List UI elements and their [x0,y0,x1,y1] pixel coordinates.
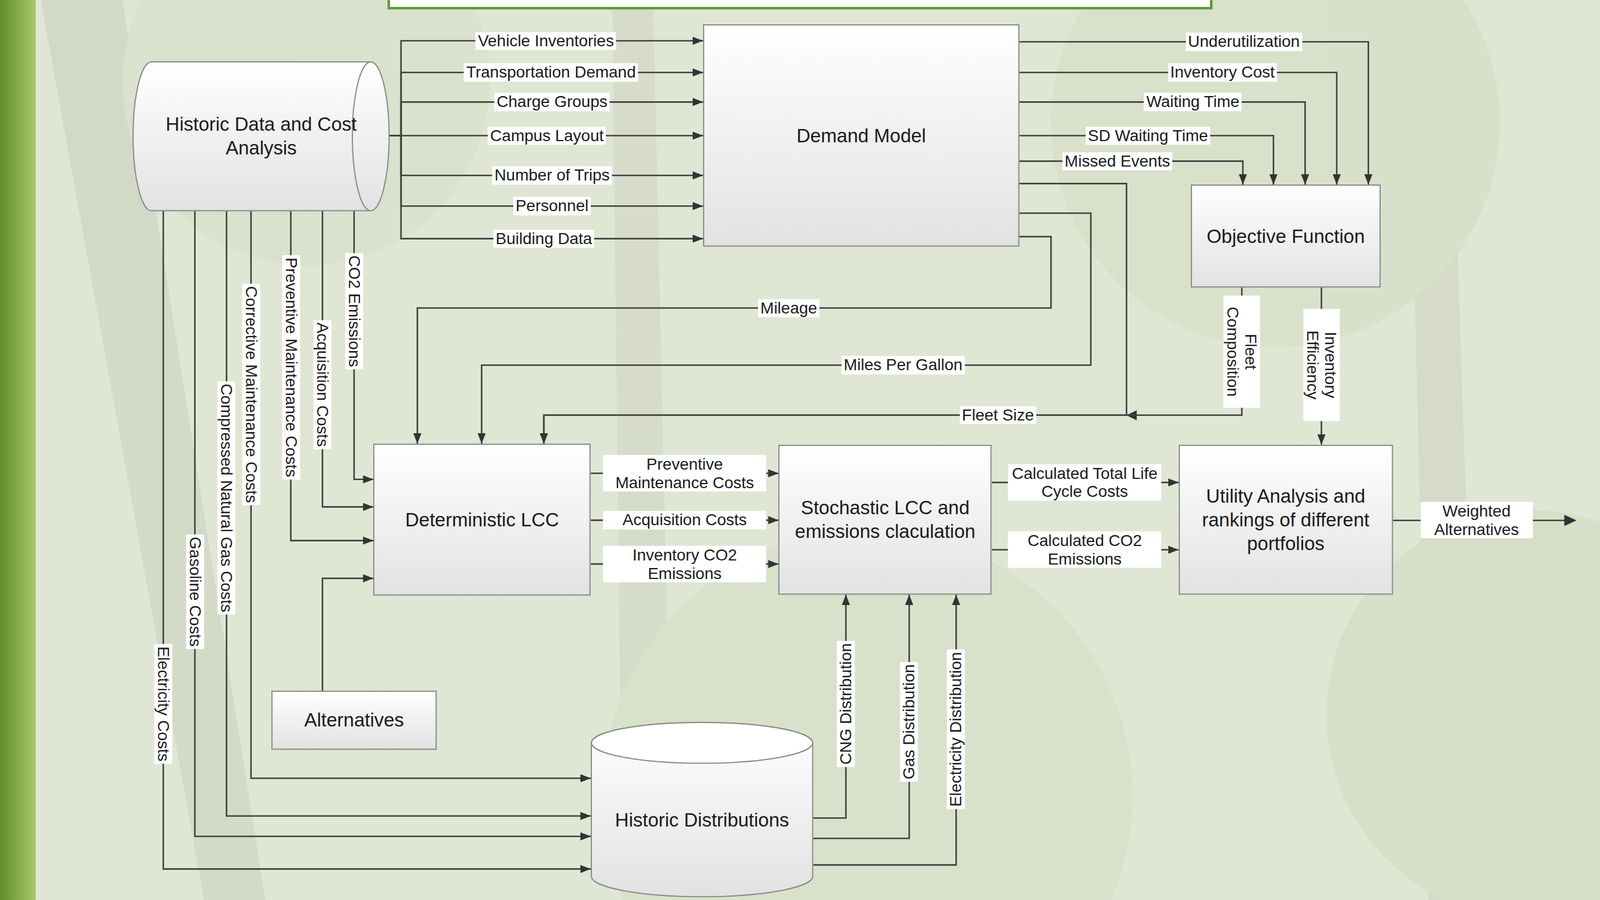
edge-label: Gas Distribution [899,662,918,783]
node-outline [132,61,390,212]
node-text-block: Utility Analysis and rankings of differe… [1185,484,1386,557]
edge-label: Charge Groups [494,93,610,112]
node-text-block: Historic Distributions [615,808,790,833]
node-text: Demand Model [796,123,926,148]
process-box: Demand Model [703,24,1020,247]
edge-label: Fleet Size [959,406,1037,425]
edge-label: Preventive Maintenance Costs [602,455,767,492]
edge-label: Preventive Maintenance Costs [281,255,300,480]
box-outline [1191,185,1381,288]
connector-arrow [322,578,374,691]
connector-arrow [1019,41,1369,185]
database-cylinder: Historic Data and Cost Analysis [132,61,390,212]
edge-label: Compressed Natural Gas Costs [217,381,236,615]
node-text-block: Stochastic LCC and emissions claculation [785,495,985,544]
edge-label: Corrective Maintenance Costs [241,284,260,506]
connector-arrow [291,211,374,542]
connector-arrow [390,135,704,207]
box-outline [1179,445,1393,595]
box-outline [271,691,437,750]
connector-arrow [163,211,591,870]
cylinder-body [591,722,813,897]
node-text: Utility Analysis and rankings of differe… [1185,484,1386,557]
edge-label: Transportation Demand [464,63,639,82]
foliage [1050,0,1500,348]
edge-label: Gasoline Costs [185,534,204,650]
node-text: Alternatives [304,708,404,733]
node-text: Deterministic LCC [405,508,559,532]
node-text: Historic Data and Cost Analysis [157,112,365,161]
edge-label: Campus Layout [487,126,606,145]
edge-label: Number of Trips [491,166,612,185]
node-text-block: Objective Function [1206,224,1365,249]
edge-label: Acquisition Costs [313,320,332,450]
process-box: Alternatives [271,690,437,750]
output-arrowhead [1564,515,1577,527]
connector-arrow [390,41,704,136]
edge-label: Underutilization [1185,32,1302,51]
connector-arrow [813,594,910,839]
box-outline [703,24,1020,246]
edge-label: Electricity Costs [153,644,172,764]
node-text: Objective Function [1206,224,1365,249]
edge-label: Miles Per Gallon [841,356,965,375]
edge-label: SD Waiting Time [1085,126,1210,145]
edge-label: CNG Distribution [836,641,855,768]
connector-arrow [1019,101,1306,185]
connector-arrow [390,135,704,239]
edge-label: CO2 Emissions [344,252,363,370]
process-box: Utility Analysis and rankings of differe… [1178,444,1393,595]
connector-arrow [417,236,1051,444]
process-box: Objective Function [1190,184,1381,288]
edge-label: Personnel [513,197,591,216]
output-label: Weighted Alternatives [1420,502,1533,539]
edge-label: Calculated Total Life Cycle Costs [1008,464,1162,502]
database-cylinder: Historic Distributions [590,722,814,898]
edge-label: Building Data [493,229,595,248]
cylinder-top [591,722,813,764]
edge-label: Acquisition Costs [602,511,767,530]
foliage [122,0,491,266]
process-box: Stochastic LCC and emissions claculation [778,444,992,595]
node-text-block: Deterministic LCC [405,508,559,532]
process-box: Deterministic LCC [373,443,591,597]
connector-arrow [195,211,591,837]
node-text-block: Alternatives [304,708,404,733]
connector-arrow [226,211,591,817]
node-text: Stochastic LCC and emissions claculation [785,495,985,544]
edge-label: Fleet Composition [1223,295,1261,408]
edge-label: Inventory CO2 Emissions [602,546,767,583]
node-text-block: Demand Model [796,123,926,148]
connector-arrow [543,287,1242,444]
tree-silhouettes [41,0,1600,900]
node-text: Historic Distributions [615,808,790,833]
node-text-block: Historic Data and Cost Analysis [157,112,365,161]
edge-label: Electricity Distribution [947,649,966,810]
edge-label: Missed Events [1062,152,1173,171]
edge-label: Calculated CO2 Emissions [1008,531,1162,569]
box-outline [778,445,992,595]
title-bar [388,0,1212,9]
edge-label: Mileage [758,299,820,318]
node-outline [778,444,992,595]
cylinder-face [352,61,371,211]
connector-arrow [251,211,591,779]
box-outline [373,444,591,596]
edge-label: Inventory Cost [1167,63,1278,82]
cylinder-body [133,61,389,211]
edge-label: Vehicle Inventories [475,31,617,50]
edge-label: Inventory Efficiency [1303,309,1340,422]
connector-arrow [1019,72,1337,185]
connector-arrow [481,213,1091,445]
left-foliage-strip [0,0,36,900]
edge-label: Waiting Time [1144,93,1242,112]
connector-arrow [813,594,956,866]
